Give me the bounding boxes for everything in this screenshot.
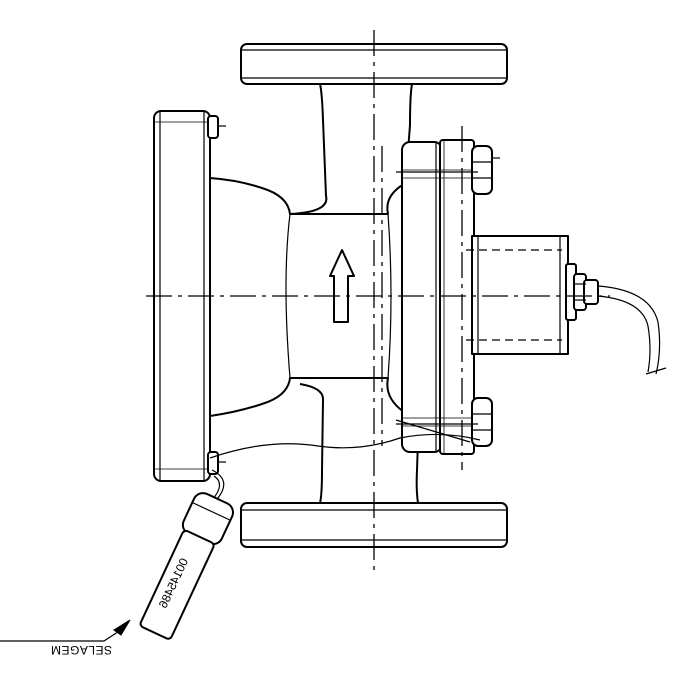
sensor-housing — [466, 235, 569, 355]
flow-direction-arrow-icon — [329, 249, 355, 323]
seal-tag: 00145486 — [139, 492, 234, 640]
right-body-flange — [401, 139, 475, 455]
seal-label: SELAGEM — [50, 643, 112, 657]
upper-pipe-neck — [289, 83, 413, 215]
center-lines — [146, 30, 610, 570]
cable-gland — [565, 263, 599, 321]
seal-leader-arrow — [0, 619, 131, 642]
sensor-cable — [597, 285, 667, 375]
meter-body — [209, 177, 405, 417]
lower-pipe-neck — [299, 383, 420, 504]
right-flange-top-bolt — [396, 145, 500, 195]
left-flange-top-bolt — [207, 115, 226, 139]
